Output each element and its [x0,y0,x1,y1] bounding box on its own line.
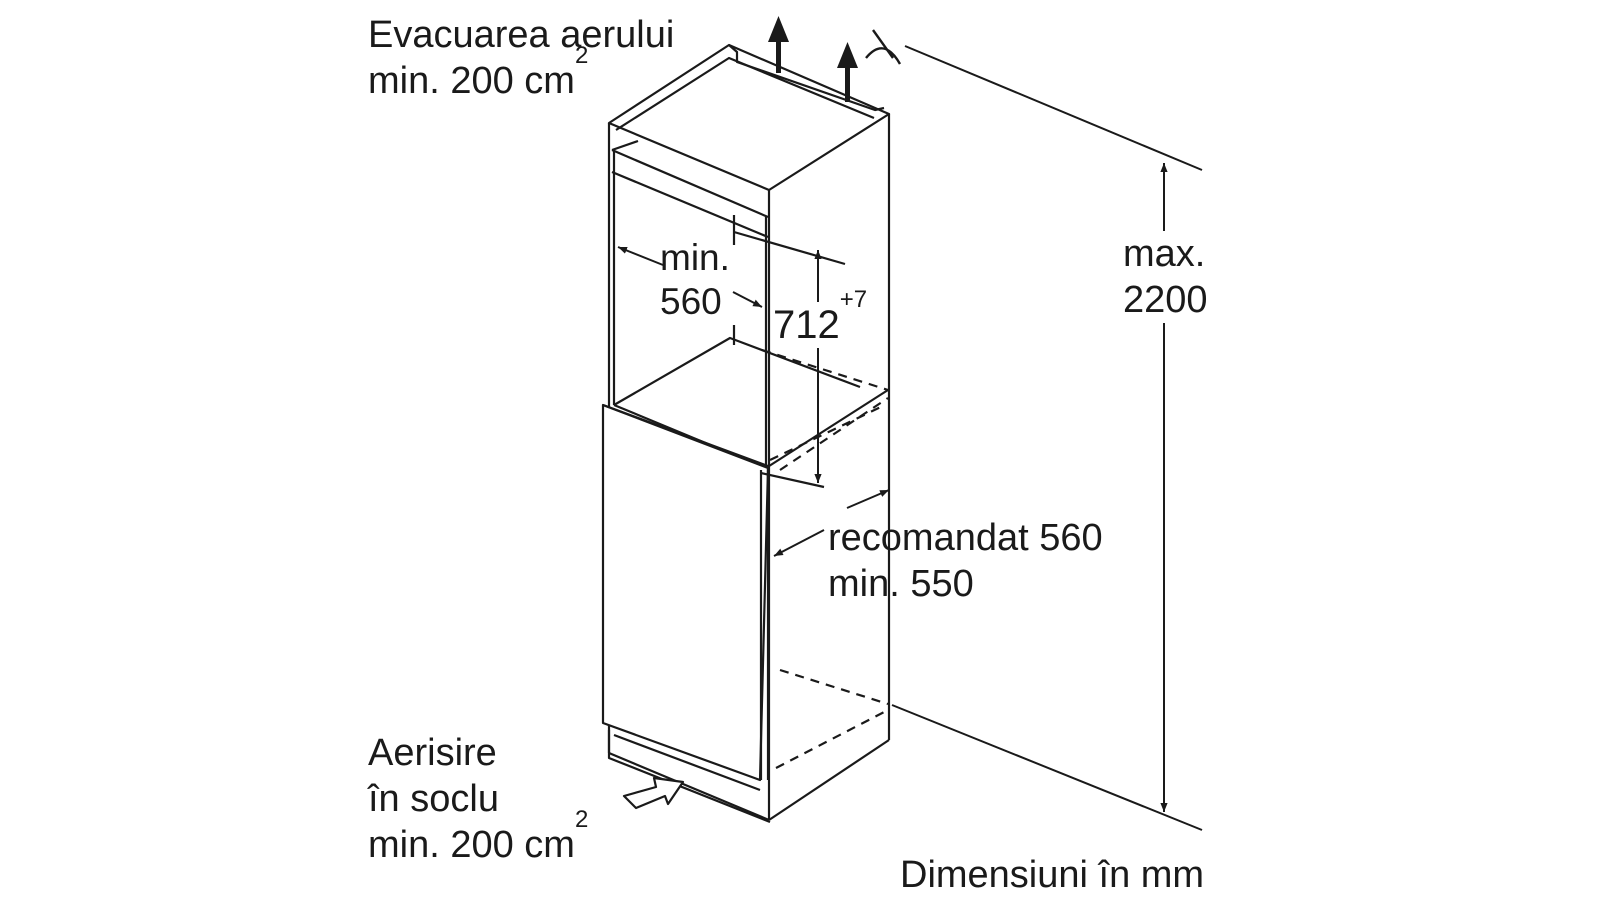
intake-label-line3: min. 200 cm2 [368,806,589,867]
width-label-line1: min. [660,237,730,278]
up-arrow-icon [837,42,858,102]
height-label-line1: max. [1123,233,1206,275]
height-label-line2: 2200 [1123,279,1208,321]
height-label: max. 2200 [1123,231,1208,323]
cut-symbol-icon [865,29,902,65]
height-dimension [891,45,1203,831]
units-caption: Dimensiuni în mm [900,854,1205,896]
exhaust-label-line2: min. 200 cm2 [368,42,589,103]
intake-label-line1: Aerisire [368,732,497,774]
cabinet-niche [601,43,891,824]
exhaust-label: Evacuarea aerului min. 200 cm2 [368,12,674,104]
exhaust-label-line1: Evacuarea aerului [368,14,675,56]
intake-label: Aerisire în soclu min. 200 cm2 [368,730,588,868]
intake-arrow-icon [622,776,685,810]
niche-height-tolerance: +7 [839,286,868,313]
depth-dimension [773,489,890,557]
width-dimension [617,246,763,308]
exhaust-arrows [768,16,858,102]
hidden-edges [761,348,889,769]
width-label: min. 560 [660,236,730,324]
intake-label-line2: în soclu [368,778,499,820]
depth-label: recomandat 560 min. 550 [828,515,1103,607]
up-arrow-icon [768,16,789,73]
width-label-line2: 560 [660,281,722,322]
niche-height-label: 712+7 [773,288,868,348]
depth-label-line1: recomandat 560 [828,517,1103,559]
depth-label-line2: min. 550 [828,563,974,605]
niche-height-value: 712 [773,303,840,347]
